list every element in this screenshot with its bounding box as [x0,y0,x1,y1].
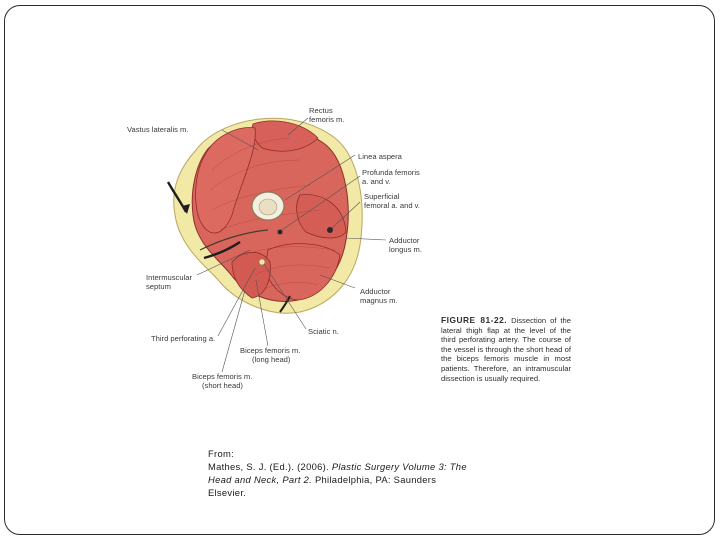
label-line: Adductor [389,236,420,245]
sciatic-nerve [258,258,266,266]
label-line: longus m. [389,245,422,254]
source-citation: From: Mathes, S. J. (Ed.). (2006). Plast… [208,447,468,499]
label-line: Intermuscular [146,273,193,282]
label-sciatic-nerve: Sciatic n. [308,327,339,336]
leader-lines [196,117,387,373]
label-line: Adductor [360,287,391,296]
citation-body: Mathes, S. J. (Ed.). (2006). Plastic Sur… [208,460,468,499]
label-biceps-short-head: Biceps femoris m. (short head) [192,372,252,390]
label-line: Biceps femoris m. [192,372,253,381]
profunda-femoris-vessel [277,229,283,235]
superficial-femoral-vessel [327,227,333,233]
adductor-longus-muscle [296,194,347,239]
label-profunda-femoris: Profunda femoris a. and v. [362,168,420,186]
dissection-arrow-bottom [279,295,291,313]
label-biceps-long-head: Biceps femoris m. (long head) [240,346,300,364]
adductor-magnus-muscle [264,243,341,301]
citation-title: Plastic Surgery Volume 3: The Head and N… [208,461,467,485]
vastus-lateralis-muscle [195,127,256,234]
label-adductor-longus: Adductor longus m. [389,236,422,254]
figure-caption-text: Dissection of the lateral thigh flap at … [441,316,571,383]
label-line: Profunda femoris [362,168,420,177]
dissection-arrow-lower [203,241,241,260]
label-third-perforating: Third perforating a. [151,334,216,343]
label-linea-aspera: Linea aspera [358,152,402,161]
label-line: Biceps femoris m. [240,346,301,355]
label-line: (long head) [252,355,291,364]
citation-authors: Mathes, S. J. (Ed.). (2006). [208,461,329,472]
label-line: magnus m. [360,296,398,305]
label-line: (short head) [202,381,243,390]
label-line: a. and v. [362,177,391,186]
label-line: Rectus [309,106,333,115]
slide-frame [4,5,715,535]
citation-from: From: [208,448,234,459]
label-vastus-lateralis: Vastus lateralis m. [127,125,189,134]
label-line: Superficial [364,192,400,201]
intermuscular-septum-line [199,229,269,251]
label-intermuscular-septum: Intermuscular septum [146,273,192,291]
figure-caption: FIGURE 81-22. Dissection of the lateral … [441,315,571,383]
label-line: septum [146,282,171,291]
label-line: femoral a. and v. [364,201,420,210]
label-rectus-femoris: Rectus femoris m. [309,106,344,124]
label-adductor-magnus: Adductor magnus m. [360,287,398,305]
femur-marrow [258,198,278,216]
figure-number: FIGURE 81-22. [441,315,508,325]
citation-publisher: Philadelphia, PA: Saunders Elsevier. [208,474,437,498]
label-superficial-femoral: Superficial femoral a. and v. [364,192,420,210]
label-line: femoris m. [309,115,345,124]
